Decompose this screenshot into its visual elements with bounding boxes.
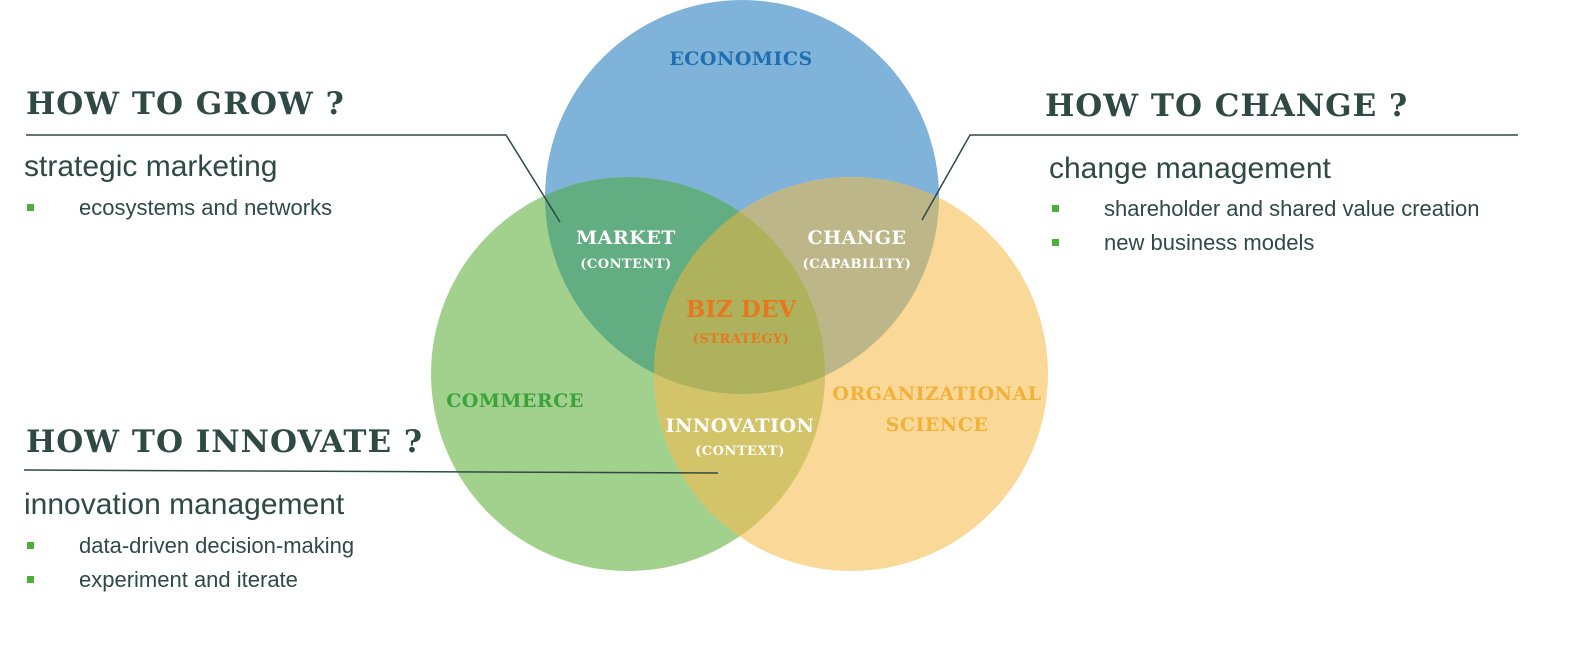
commerce-label: COMMERCE bbox=[446, 390, 584, 412]
innovate-subheading: innovation management bbox=[24, 488, 345, 521]
change-bullet-item: shareholder and shared value creation bbox=[1049, 192, 1479, 226]
grow-subheading: strategic marketing bbox=[24, 150, 278, 183]
grow-connector-line bbox=[26, 134, 561, 223]
change-bullet-list: shareholder and shared value creation ne… bbox=[1049, 192, 1479, 260]
innovate-bullet-list: data-driven decision-making experiment a… bbox=[24, 529, 354, 597]
market-label: MARKET bbox=[576, 227, 676, 249]
grow-bullet-list: ecosystems and networks bbox=[24, 191, 332, 225]
organizational-label-line2: SCIENCE bbox=[885, 414, 989, 436]
change-label: CHANGE bbox=[807, 227, 907, 249]
bullet-square-icon bbox=[27, 204, 34, 211]
innovation-label: INNOVATION bbox=[665, 415, 815, 437]
bizdev-sublabel: (STRATEGY) bbox=[692, 332, 790, 347]
bullet-square-icon bbox=[27, 576, 34, 583]
innovate-connector-line bbox=[23, 469, 719, 474]
bullet-square-icon bbox=[1052, 239, 1059, 246]
change-subheading: change management bbox=[1049, 152, 1331, 185]
market-sublabel: (CONTENT) bbox=[580, 257, 672, 272]
organizational-label-line1: ORGANIZATIONAL bbox=[832, 383, 1042, 405]
innovation-sublabel: (CONTEXT) bbox=[695, 444, 785, 459]
bizdev-label: BIZ DEV bbox=[685, 296, 797, 323]
change-connector-line bbox=[921, 134, 1518, 221]
innovate-heading: HOW TO INNOVATE ? bbox=[26, 424, 424, 460]
overlap-center bbox=[654, 177, 825, 394]
change-bullet-item: new business models bbox=[1049, 226, 1479, 260]
economics-label: ECONOMICS bbox=[669, 48, 813, 70]
innovate-bullet-item: experiment and iterate bbox=[24, 563, 354, 597]
bullet-square-icon bbox=[1052, 205, 1059, 212]
innovate-bullet-item: data-driven decision-making bbox=[24, 529, 354, 563]
grow-heading: HOW TO GROW ? bbox=[26, 86, 345, 122]
change-sublabel: (CAPABILITY) bbox=[802, 257, 912, 272]
grow-bullet-item: ecosystems and networks bbox=[24, 191, 332, 225]
bullet-square-icon bbox=[27, 542, 34, 549]
change-heading: HOW TO CHANGE ? bbox=[1045, 88, 1409, 124]
